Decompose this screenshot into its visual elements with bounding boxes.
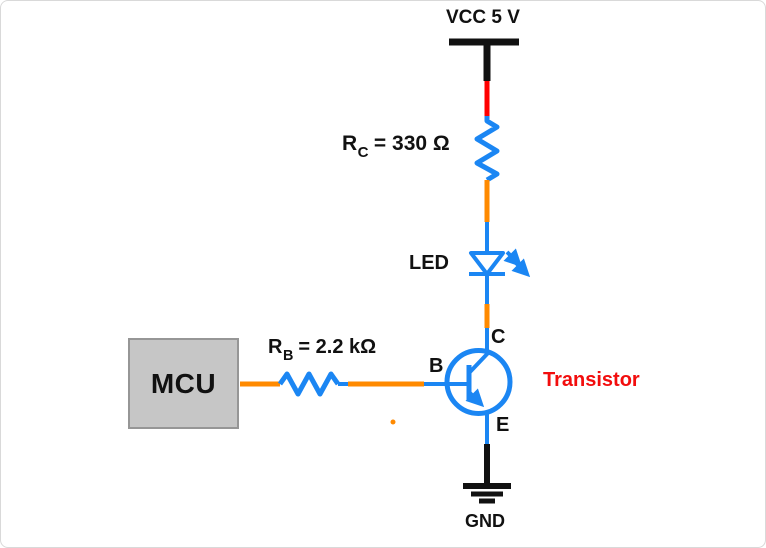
- transistor-caption: Transistor: [543, 369, 640, 391]
- rc-subscript: C: [357, 144, 369, 162]
- led-label: LED: [409, 252, 449, 274]
- rb-subscript: B: [282, 348, 294, 364]
- collector-pin-label: C: [491, 326, 506, 348]
- rc-symbol: R: [342, 132, 358, 155]
- transistor-emitter-line: [465, 388, 485, 408]
- rc-resistor-label: RC = 330 Ω: [342, 132, 450, 162]
- rc-value: = 330 Ω: [368, 132, 450, 155]
- rb-symbol: R: [268, 336, 283, 358]
- rb-resistor-zigzag: [277, 371, 341, 397]
- vcc-label: VCC 5 V: [446, 7, 520, 28]
- gnd-label: GND: [465, 511, 505, 531]
- rc-resistor-zigzag: [474, 116, 500, 183]
- transistor-circle: [444, 348, 513, 416]
- led-emission-arrow-2: [511, 258, 531, 278]
- led-triangle: [469, 251, 505, 276]
- mcu-label: MCU: [150, 367, 217, 399]
- rb-resistor-label: RB = 2.2 kΩ: [268, 336, 377, 364]
- transistor-collector-line: [467, 350, 491, 375]
- stray-orange-dot: [390, 419, 396, 425]
- emitter-pin-label: E: [496, 414, 510, 436]
- rb-value: = 2.2 kΩ: [292, 336, 377, 358]
- base-pin-label: B: [429, 355, 444, 377]
- mcu-box: MCU: [128, 338, 239, 429]
